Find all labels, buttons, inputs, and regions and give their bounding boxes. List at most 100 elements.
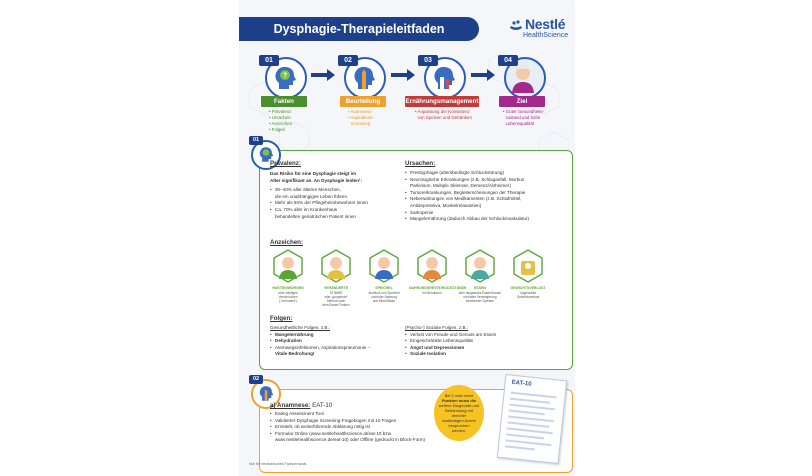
- head-question-icon: ?: [275, 66, 296, 89]
- anamnese-list: Eating Assessment Tool Validierter Dysph…: [270, 411, 440, 444]
- saliva-person-icon: [369, 249, 399, 283]
- list-item: Angst und Depressionen: [405, 345, 565, 352]
- anamnese-heading: a) Anamnese: EAT-10: [270, 402, 332, 409]
- list-item: 30–40% aller älteren Menschen,: [270, 187, 420, 194]
- nestle-logo: Nestlé HealthScience: [509, 16, 573, 44]
- list-item: Screening: [350, 121, 371, 126]
- header-banner: Dysphagie-Therapieleitfaden: [239, 17, 479, 41]
- coughing-person-icon: [273, 249, 303, 283]
- list-item: www.nestlehealthscience.de/eat-10) oder …: [275, 437, 426, 443]
- anzeichen-heading: Anzeichen:: [270, 239, 304, 246]
- subheading: Gesundheitliche Folgen, z.B.:: [270, 325, 331, 330]
- list-item: • Aspirations-: [348, 115, 374, 120]
- step-4-number: 04: [498, 55, 518, 66]
- list-item: Tumorerkrankungen, Begleiterscheinungen …: [405, 190, 570, 197]
- list-item: • Anpassung der Konsistenz: [415, 109, 470, 114]
- eat10-form-image: EAT-10: [496, 373, 568, 465]
- sign-description: im Mundraum: [422, 291, 442, 295]
- head-question-icon: [259, 147, 274, 162]
- list-item: Ca. 70% aller im Krankenhaus: [270, 207, 420, 214]
- callout-text: Bei 2 oder mehr Punkten muss die weitere…: [438, 393, 480, 433]
- sign-title: SPEICHEL: [375, 286, 393, 290]
- step-3-bullets: • Anpassung der Konsistenz von Speisen u…: [415, 109, 472, 121]
- list-item: Formular Online (www.nestlehealthscience…: [270, 431, 440, 438]
- step-1-bullets: • Prävalenz • Ursachen • Anzeichen • Fol…: [269, 109, 292, 133]
- head-nutrition-icon: [434, 66, 455, 89]
- section-2-badge: 02: [249, 375, 281, 409]
- list-item: • Ursachen: [269, 115, 291, 120]
- sign-description: Ausfluss von Speichel und/oder Nahrung a…: [368, 291, 400, 303]
- sign-nahrungsreste: NAHRUNGSRESTE/RÜCKSTÄNDE im Mundraum: [409, 249, 466, 303]
- list-item: Presbyphagie (altersbedingte Schluckstör…: [405, 170, 570, 177]
- list-item: Lebensqualität: [505, 121, 535, 126]
- ursachen-list: Presbyphagie (altersbedingte Schluckstör…: [405, 170, 570, 223]
- voice-person-icon: [321, 249, 351, 283]
- food-residue-person-icon: [417, 249, 447, 283]
- eating-person-icon: [465, 249, 495, 283]
- step-4-bullets: • Guter Gesundheits- zustand und hohe Le…: [503, 109, 544, 127]
- step-2-label: Beurteilung: [340, 96, 386, 107]
- page-title: Dysphagie-Therapieleitfaden: [273, 22, 445, 36]
- step-1-number: 01: [259, 55, 279, 66]
- praevalenz-intro: Alter signifikant an. An Dysphagie leide…: [270, 177, 362, 183]
- sign-description: STIMME oder „gurgelnde“ Stimme nach dem …: [322, 291, 350, 307]
- eat10-label: EAT-10: [312, 402, 333, 409]
- infographic-page: Dysphagie-Therapieleitfaden Nestlé Healt…: [239, 0, 575, 476]
- sign-husten: HUSTEN/WÜRGEN oder häufiges Verschlucken…: [269, 249, 307, 303]
- footer-note: Nur für medizinisches Fachpersonal: [249, 462, 307, 466]
- step-4-label: Ziel: [499, 96, 545, 107]
- logo-name: Nestlé: [525, 16, 566, 32]
- list-item: Sarkopenie: [405, 210, 570, 217]
- list-item: Vitale Bedrohung!: [275, 351, 315, 357]
- list-item: behandelten geriatrischen Patient innen: [275, 213, 356, 219]
- list-item: • Folgen: [269, 127, 286, 132]
- nest-logo-icon: [510, 20, 522, 30]
- sign-title: NAHRUNGSRESTE/RÜCKSTÄNDE: [409, 286, 467, 290]
- soziale-folgen: (Psycho-) Soziale Folgen, z.B.: Verlust …: [405, 325, 565, 358]
- list-item: Antidepressiva, Muskelrelaxantien): [410, 202, 482, 208]
- sheet-title: EAT-10: [511, 379, 532, 388]
- sign-speichel: SPEICHEL Ausfluss von Speichel und/oder …: [365, 249, 403, 303]
- step-1-label: Fakten: [261, 96, 307, 107]
- list-item: • Guter Gesundheits-: [503, 109, 545, 114]
- anamnese-label: a) Anamnese:: [270, 402, 311, 409]
- list-item: Soziale Isolation: [405, 351, 565, 358]
- step-3-number: 03: [418, 55, 438, 66]
- step-2: 02: [338, 55, 386, 99]
- list-item: Atemwegsinfektionen, Aspirationspneumoni…: [270, 345, 405, 352]
- step-3: 03: [418, 55, 466, 99]
- weight-loss-icon: [513, 249, 543, 283]
- section-1-badge: 01: [249, 136, 281, 170]
- sign-description: sehr langsames Essen/Kauen und/oder Verw…: [458, 291, 502, 303]
- praevalenz-heading: Prävalenz:: [270, 160, 301, 167]
- list-item: Neurologische Erkrankungen (z.B. Schlaga…: [405, 177, 570, 184]
- section-1-number: 01: [249, 136, 263, 145]
- list-item: Parkinson, Multiple Sklerose, Demenz/Alz…: [410, 183, 511, 189]
- sign-essen: ESSEN sehr langsames Essen/Kauen und/ode…: [459, 249, 501, 303]
- list-item: Eingeschränkte Lebensqualität: [405, 338, 565, 345]
- list-item: Dehydration: [270, 338, 405, 345]
- list-item: Validierter Dysphagie Screening-Fragebog…: [270, 418, 440, 425]
- step-3-label: Ernährungsmanagement: [405, 96, 479, 107]
- step-2-number: 02: [338, 55, 358, 66]
- list-item: • Anamnese: [348, 109, 372, 114]
- sign-title: GEWICHTSVERLUST: [510, 286, 546, 290]
- arrow-right-icon: [391, 69, 415, 81]
- list-item: • Anzeichen: [269, 121, 293, 126]
- praevalenz-intro: Das Risiko für eine Dysphagie steigt im: [270, 171, 357, 176]
- list-item: • Prävalenz: [269, 109, 292, 114]
- list-item: Nebenwirkungen von Medikamenten (z.B. Sc…: [405, 196, 570, 203]
- step-2-bullets: • Anamnese • Aspirations- Screening: [348, 109, 374, 127]
- sign-description: oder häufiges Verschlucken („Verhustet“): [278, 291, 298, 303]
- folgen-heading: Folgen:: [270, 315, 293, 322]
- list-item: Mangelernährung (dadurch Abbau der Schlu…: [405, 216, 570, 223]
- head-throat-icon: [354, 66, 375, 89]
- sign-title: ESSEN: [474, 286, 486, 290]
- list-item: Mangelernährung: [270, 332, 405, 339]
- logo-subtitle: HealthScience: [523, 32, 569, 39]
- arrow-right-icon: [471, 69, 495, 81]
- list-item: Verlust von Freude und Genuss am Essen: [405, 332, 565, 339]
- list-item: die ein unabhängiges Leben führen: [275, 193, 348, 199]
- head-throat-icon: [259, 386, 274, 401]
- sign-title: VERÄNDERTE: [323, 286, 349, 290]
